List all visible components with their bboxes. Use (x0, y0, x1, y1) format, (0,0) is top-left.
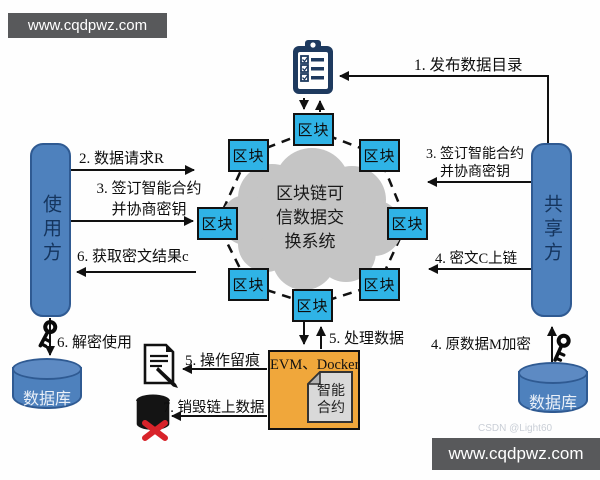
block-node-bottom: 区块 (292, 289, 333, 322)
document-trace-icon (143, 343, 178, 388)
decrypt-key-icon (38, 320, 58, 348)
share-party-bar: 共享方 (531, 143, 572, 317)
database-cylinder-top (12, 358, 82, 380)
evm-docker-box: EVM、Docker 智能合约 (268, 350, 360, 430)
step-publish-label: 1. 发布数据目录 (414, 57, 523, 74)
system-title: 区块链可信数据交换系统 (276, 184, 344, 251)
block-node-bottom-left: 区块 (228, 268, 269, 301)
block-node-right: 区块 (387, 207, 428, 240)
block-node-bottom-right: 区块 (359, 268, 400, 301)
step-trace-label: 5. 操作留痕 (185, 353, 261, 369)
step-destroy-label: 7. 销毁链上数据 (163, 400, 265, 416)
user-database-label: 数据库 (22, 391, 71, 408)
data-catalog-clipboard-icon (293, 40, 333, 94)
csdn-watermark: CSDN @Light60 (478, 423, 553, 434)
encrypt-key-icon (553, 333, 571, 362)
step-request-label: 2. 数据请求R (79, 151, 165, 167)
step-sign-left-label: 3. 签订智能合约 并协商密钥 (78, 179, 220, 221)
share-party-label: 共享方 (541, 194, 562, 266)
step-sign-left-line1: 3. 签订智能合约 (96, 181, 202, 197)
step-sign-right-label: 3. 签订智能合约 并协商密钥 (418, 146, 532, 182)
step-encrypt-label: 4. 原数据M加密 (431, 337, 531, 353)
watermark-banner-top-left: www.cqdpwz.com (8, 13, 167, 38)
share-database: 数据库 (518, 362, 588, 420)
block-node-top-right: 区块 (359, 139, 400, 172)
block-node-top-left: 区块 (228, 139, 269, 172)
smart-contract-label: 智能合约 (317, 384, 345, 416)
step-sign-right-line1: 3. 签订智能合约 (426, 147, 524, 162)
user-party-label: 使用方 (40, 194, 61, 266)
step-process-label: 5. 处理数据 (329, 331, 405, 347)
step-cipher-upchain-label: 4. 密文C上链 (435, 251, 518, 267)
watermark-banner-bottom-right: www.cqdpwz.com (432, 438, 600, 470)
step-decrypt-label: 6. 解密使用 (57, 335, 133, 351)
destroyed-database-icon (135, 394, 171, 441)
evm-docker-title: EVM、Docker (270, 357, 360, 373)
cloud-shape (221, 148, 402, 290)
share-database-label: 数据库 (528, 395, 577, 412)
step-sign-left-line2: 并协商密钥 (111, 202, 187, 218)
folded-paper-icon (306, 370, 353, 423)
user-database: 数据库 (12, 358, 82, 416)
red-x-mark (142, 420, 168, 441)
user-party-bar: 使用方 (30, 143, 71, 317)
step-result-label: 6. 获取密文结果c (77, 249, 189, 265)
database-cylinder-top (518, 362, 588, 384)
smart-contract-document: 智能合约 (306, 370, 353, 423)
step-sign-right-line2: 并协商密钥 (440, 165, 510, 180)
block-node-left: 区块 (197, 207, 238, 240)
arrow-publish-catalog (339, 71, 549, 143)
block-node-top: 区块 (293, 113, 334, 146)
